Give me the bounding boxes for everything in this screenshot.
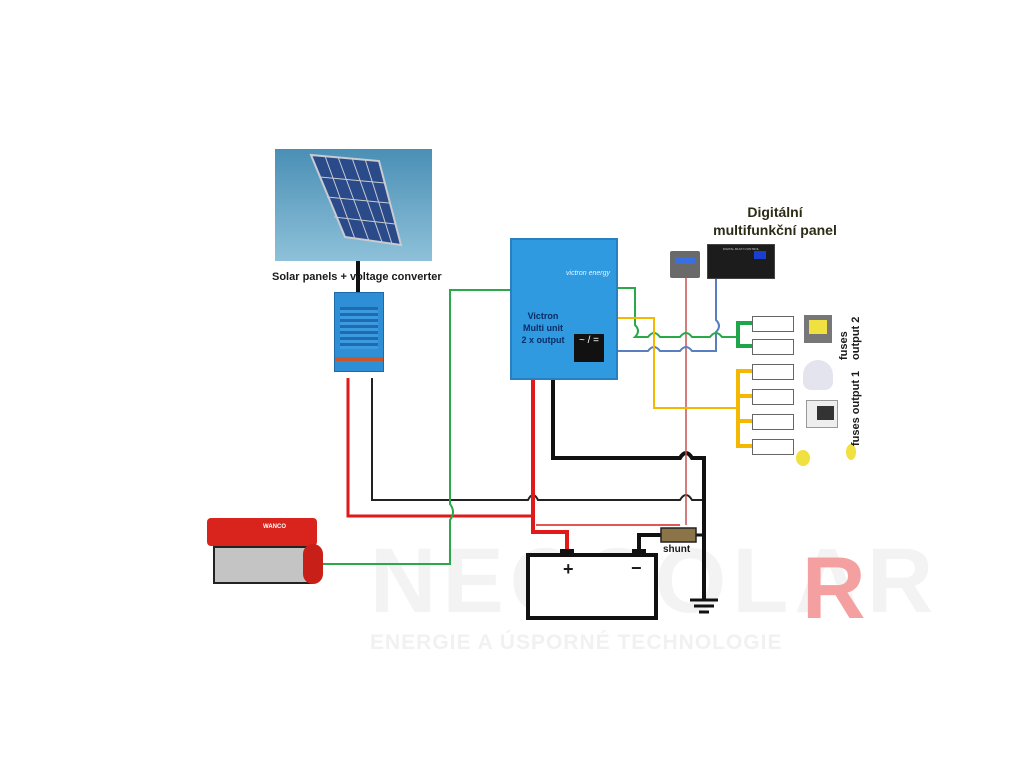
bus-output2 (736, 321, 752, 348)
wire-ac-in (295, 289, 512, 565)
floodlight-icon (804, 315, 832, 343)
watermark-r: R (802, 538, 866, 637)
fuse (752, 316, 794, 332)
ceiling-lamp-icon (803, 360, 833, 390)
bus-output1 (736, 369, 752, 448)
solar-label: Solar panels + voltage converter (272, 271, 442, 283)
computer-icon (806, 400, 838, 428)
battery-monitor-icon (670, 251, 700, 278)
wire-output1 (610, 317, 738, 409)
victron-brand: victron energy (566, 270, 610, 277)
battery (526, 549, 658, 620)
charge-controller-icon (340, 307, 378, 349)
fuses-output1-label: fuses output 1 (850, 370, 862, 446)
fuse (752, 414, 794, 430)
wire-output2 (610, 287, 738, 338)
digital-multi-control-icon: DIGITAL MULTI CONTROL (707, 244, 775, 279)
fuses-output2-label: fuses output 2 (838, 316, 862, 360)
charge-controller (334, 292, 384, 372)
shunt-label: shunt (663, 544, 691, 555)
solar-panel-image (275, 149, 432, 261)
generator-icon: WANCO (203, 514, 325, 590)
panel-title: Digitální multifunkční panel (713, 204, 837, 238)
solar-panel-icon (309, 153, 403, 247)
inverter-symbol: ~ / = (574, 334, 604, 362)
battery-plus: + (563, 559, 574, 579)
victron-label: Victron Multi unit 2 x output (521, 311, 565, 345)
wire-solar-plus (346, 378, 533, 518)
ground-icon (690, 598, 718, 614)
wire-victron-plus (531, 370, 569, 553)
wire-battery-minus (637, 533, 661, 553)
watermark-subtitle: ENERGIE A ÚSPORNÉ TECHNOLOGIE (370, 631, 783, 654)
fuse (752, 339, 794, 355)
battery-minus: − (631, 558, 642, 578)
fuse (752, 389, 794, 405)
spotlights-icon (796, 436, 858, 468)
shunt (660, 527, 697, 543)
fuse (752, 364, 794, 380)
victron-multi: victron energy Victron Multi unit 2 x ou… (510, 238, 618, 380)
wire-solar-minus-hop (372, 494, 704, 501)
fuse (752, 439, 794, 455)
